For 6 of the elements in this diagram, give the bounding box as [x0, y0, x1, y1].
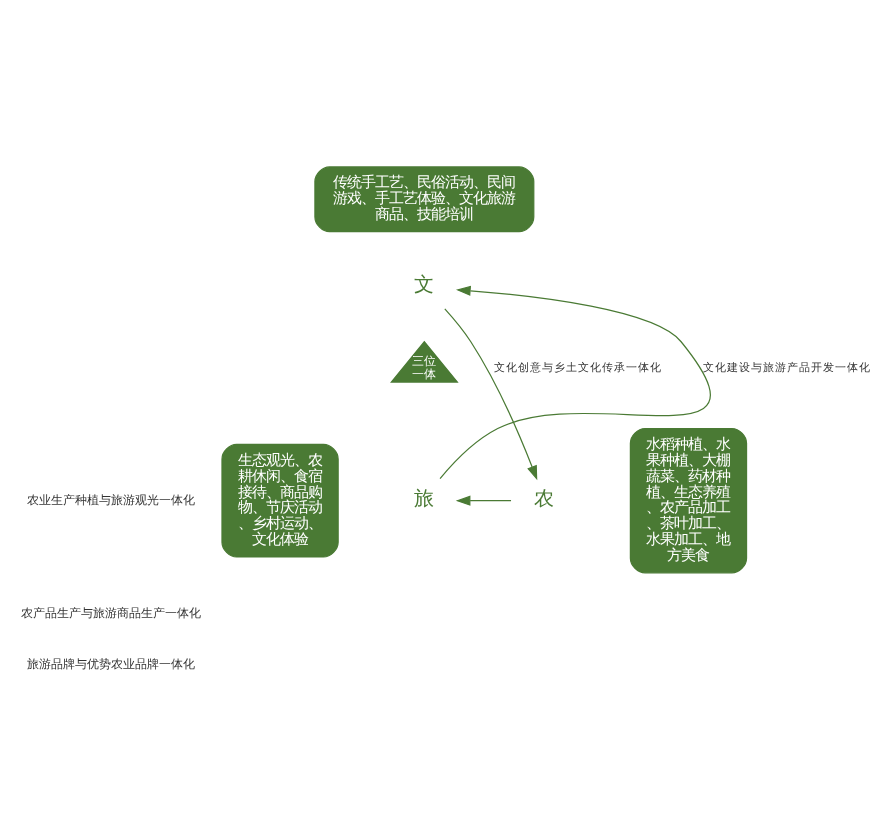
node-text: 文 [414, 274, 435, 297]
node-text: 旅 [414, 488, 435, 511]
arrow [439, 284, 711, 479]
arrow [455, 494, 512, 505]
node-text: 农 [534, 488, 555, 511]
arrow [444, 307, 538, 480]
